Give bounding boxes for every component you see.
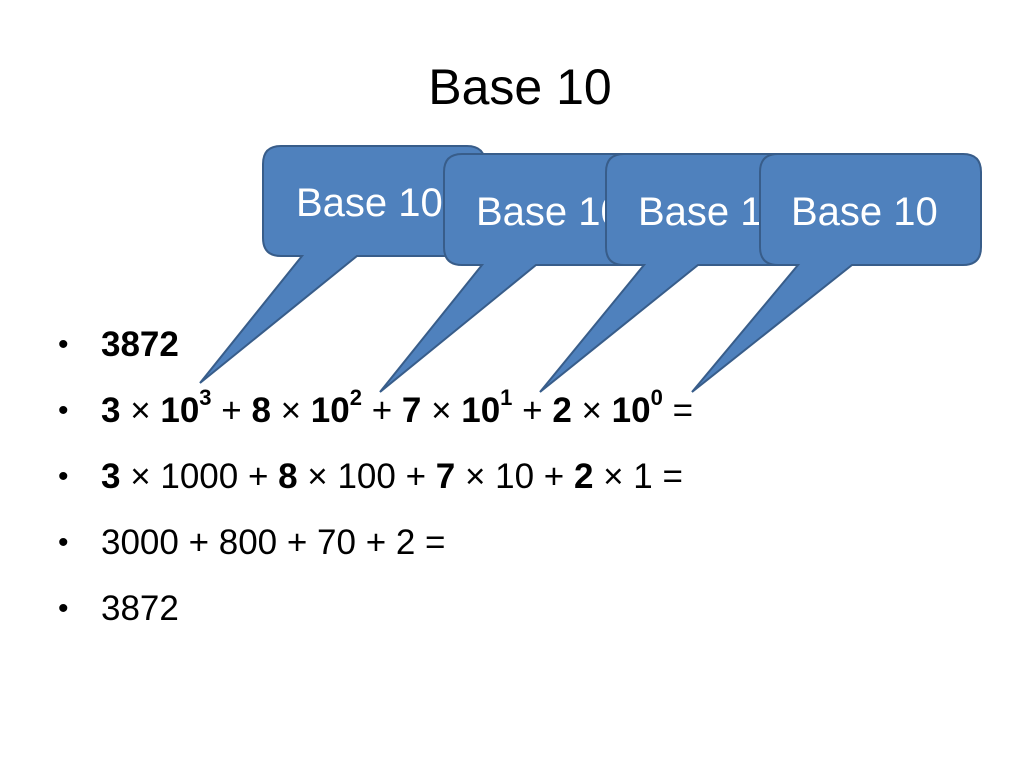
text-run: = — [662, 391, 694, 430]
text-run: + — [512, 391, 553, 430]
bullet-item-2: • 3 × 103 + 8 × 102 + 7 × 101 + 2 × 100 … — [58, 387, 694, 454]
bullet-dot-icon: • — [58, 328, 69, 361]
bullet-item-1: • 3872 — [58, 322, 693, 388]
bullet-item-4: • 3000 + 800 + 70 + 2 = — [58, 520, 693, 586]
bullet-text: 3 × 1000 + 8 × 100 + 7 × 10 + 2 × 1 = — [101, 457, 683, 496]
bold-run: 2 — [552, 391, 572, 430]
bold-run: 8 — [278, 457, 298, 496]
bullet-text: 3000 + 800 + 70 + 2 = — [101, 523, 445, 562]
text-run: × — [421, 391, 462, 430]
text-run: 3000 + 800 + 70 + 2 = — [101, 523, 446, 562]
text-run: × 1 = — [593, 457, 683, 496]
bullet-text: 3872 — [101, 589, 179, 628]
exponent: 2 — [349, 385, 362, 411]
bullet-item-5: • 3872 — [58, 586, 693, 652]
bold-run: 10 — [611, 391, 651, 430]
bold-run: 3872 — [101, 325, 179, 364]
slide-title: Base 10 — [428, 59, 612, 115]
speech-callout-3: Base 10 — [539, 153, 819, 393]
speech-callout-4-shape — [691, 153, 982, 393]
exponent: 0 — [650, 385, 663, 411]
speech-callout-2: Base 10 — [379, 153, 665, 393]
exponent: 1 — [500, 385, 513, 411]
bullet-list: • 3872 • 3 × 103 + 8 × 102 + 7 × 101 + 2… — [58, 322, 693, 652]
text-run: × 10 + — [455, 457, 574, 496]
speech-callout-1-label: Base 10 — [296, 181, 443, 225]
exponent: 3 — [199, 385, 212, 411]
text-run: × 100 + — [297, 457, 436, 496]
speech-callout-3-label: Base 10 — [638, 190, 785, 234]
speech-callout-4: Base 10 — [691, 153, 982, 393]
text-run: + — [361, 391, 402, 430]
bold-run: 2 — [573, 457, 594, 496]
speech-callout-4-label: Base 10 — [791, 190, 938, 234]
bullet-dot-icon: • — [58, 592, 69, 625]
bullet-dot-icon: • — [58, 460, 69, 493]
text-run: × — [571, 391, 612, 430]
bold-run: 10 — [160, 391, 200, 430]
bold-run: 7 — [435, 457, 456, 496]
bold-run: 3 — [101, 457, 121, 496]
bullet-item-3: • 3 × 1000 + 8 × 100 + 7 × 10 + 2 × 1 = — [58, 454, 693, 520]
text-run: + — [211, 391, 252, 430]
text-run: × — [270, 391, 311, 430]
bullet-text: 3872 — [101, 325, 179, 364]
bold-run: 8 — [251, 391, 271, 430]
bold-run: 10 — [461, 391, 501, 430]
bullet-dot-icon: • — [58, 526, 69, 559]
text-run: × — [120, 391, 161, 430]
bold-run: 7 — [401, 391, 422, 430]
bold-run: 10 — [310, 391, 350, 430]
bullet-text: 3 × 103 + 8 × 102 + 7 × 101 + 2 × 100 = — [101, 387, 694, 430]
text-run: 3872 — [101, 589, 179, 628]
text-run: × 1000 + — [120, 457, 279, 496]
bold-run: 3 — [101, 391, 121, 430]
bullet-dot-icon: • — [58, 394, 69, 427]
speech-callout-2-label: Base 10 — [476, 190, 623, 234]
